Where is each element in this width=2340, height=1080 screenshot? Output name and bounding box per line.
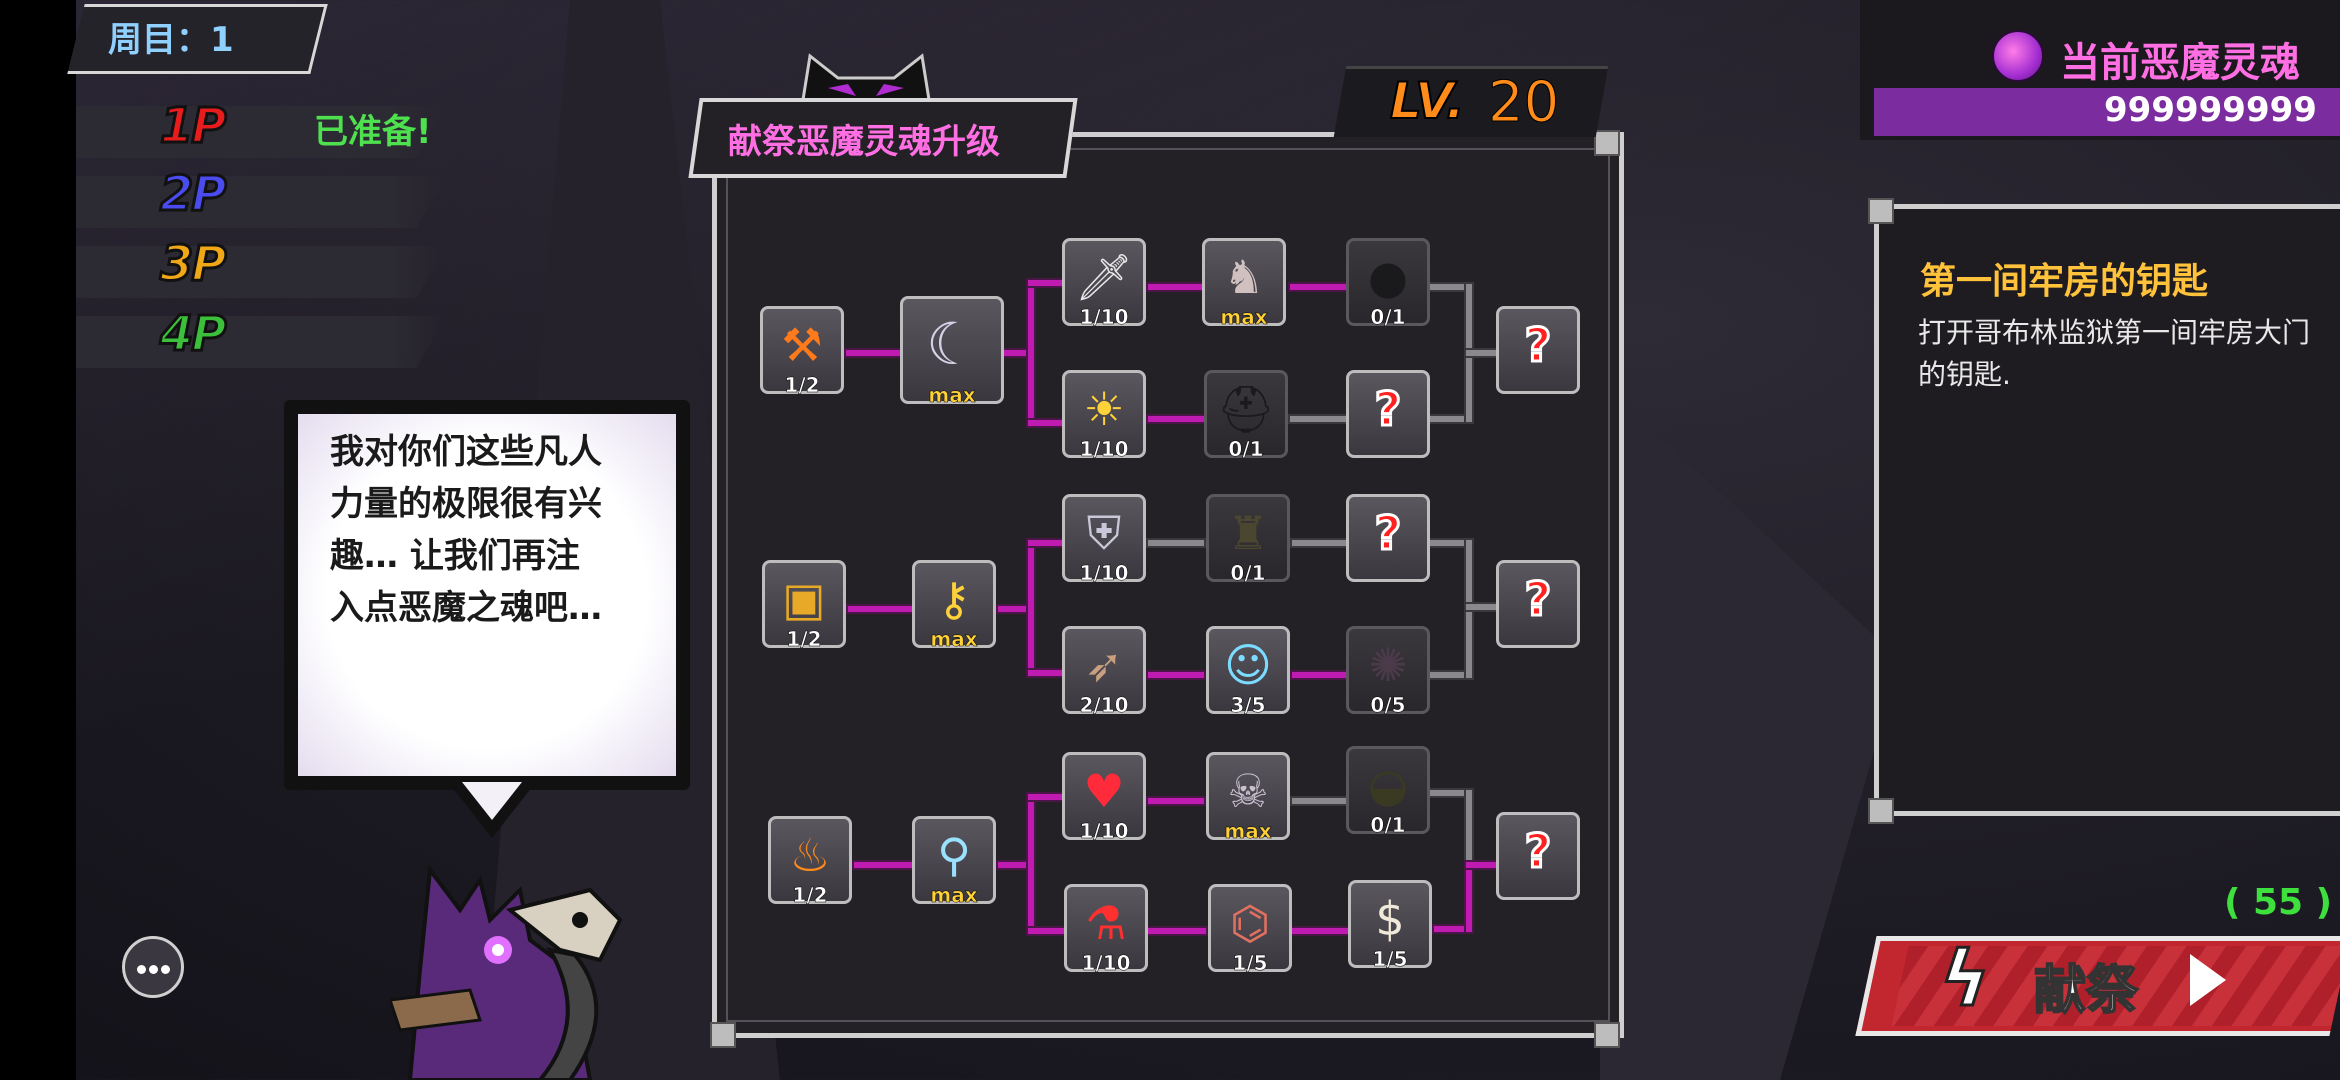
- heart-up-icon: ♥: [1083, 764, 1125, 819]
- upgrade-node-unknown[interactable]: ?: [1496, 812, 1580, 900]
- treasure-chest-icon: ▣: [782, 572, 826, 627]
- question-icon: ?: [1373, 506, 1403, 561]
- upgrade-node-locked[interactable]: ♜ 0/1: [1206, 494, 1290, 585]
- player-4-label: 4P: [159, 305, 229, 364]
- upgrade-node[interactable]: ▣ 1/2: [762, 560, 846, 651]
- upgrade-node[interactable]: $ 1/5: [1348, 880, 1432, 971]
- knight-icon: ♞: [1223, 250, 1265, 305]
- winged-boot-icon: ➶: [1084, 638, 1124, 693]
- speech-bubble: [284, 400, 690, 790]
- upgrade-node[interactable]: ☾ max: [900, 296, 1004, 407]
- player-row-2: [76, 176, 446, 228]
- round-counter: 周目：1: [108, 20, 234, 60]
- locked-bag-icon: ◒: [1367, 758, 1409, 813]
- demon-merchant-character: [390, 864, 623, 1080]
- upgrade-node[interactable]: ☀ 1/10: [1062, 370, 1146, 461]
- upgrade-node-locked[interactable]: ● 0/1: [1346, 238, 1430, 329]
- soul-swirl-icon: ϟ: [1938, 933, 1991, 1025]
- question-icon: ?: [1523, 572, 1553, 627]
- golden-key-icon: ⚷: [937, 572, 971, 627]
- upgrade-node-locked[interactable]: ✺ 0/5: [1346, 626, 1430, 717]
- demon-soul-icon: [1992, 30, 2044, 82]
- upgrade-node[interactable]: ☺ 3/5: [1206, 626, 1290, 717]
- panel-title: 献祭恶魔灵魂升级: [728, 122, 1000, 162]
- locked-bomb-icon: ●: [1367, 250, 1409, 305]
- level-label: LV.: [1389, 71, 1466, 131]
- upgrade-node[interactable]: 🗡 1/10: [1062, 238, 1146, 329]
- red-potion-icon: ⚗: [1085, 896, 1127, 951]
- upgrade-node[interactable]: ⚗ 1/10: [1064, 884, 1148, 975]
- player-3-label: 3P: [159, 235, 229, 294]
- panel-corner: [710, 1022, 736, 1048]
- upgrade-node[interactable]: ♥ 1/10: [1062, 752, 1146, 843]
- sun-up-icon: ☀: [1083, 382, 1125, 437]
- player-1-label: 1P: [159, 97, 229, 156]
- tree-connector: [986, 350, 1030, 356]
- upgrade-node-locked[interactable]: ⛑ 0/1: [1204, 370, 1288, 461]
- screen-edge-bar: [0, 0, 76, 1080]
- description-panel: [1874, 204, 2340, 816]
- locked-warrior-icon: ♜: [1227, 506, 1269, 561]
- upgrade-node-unknown[interactable]: ?: [1496, 560, 1580, 648]
- offer-button-label: 献祭: [2033, 960, 2139, 1022]
- player-row-1: [76, 106, 446, 158]
- description-title: 第一间牢房的钥匙: [1920, 261, 2209, 302]
- money-bag-icon: $: [1375, 892, 1405, 947]
- upgrade-node-locked[interactable]: ◒ 0/1: [1346, 746, 1430, 837]
- upgrade-tree-panel: [712, 132, 1624, 1038]
- upgrade-node[interactable]: ⚲ max: [912, 816, 996, 907]
- locked-dragon-icon: ✺: [1368, 638, 1408, 693]
- upgrade-node[interactable]: ⛨ 1/10: [1062, 494, 1146, 585]
- dot-icon: [137, 965, 146, 974]
- panel-corner: [1594, 130, 1620, 156]
- grim-reaper-icon: ☠: [1227, 764, 1269, 819]
- question-icon: ?: [1523, 824, 1553, 879]
- upgrade-node-unknown[interactable]: ?: [1496, 306, 1580, 394]
- upgrade-node-unknown[interactable]: ?: [1346, 494, 1430, 582]
- anvil-fire-icon: ⚒: [781, 318, 823, 373]
- shield-up-icon: ⛨: [1086, 506, 1122, 561]
- locked-helmet-icon: ⛑: [1216, 382, 1276, 437]
- sword-up-icon: 🗡: [1074, 250, 1134, 305]
- meat-icon: ⌬: [1229, 896, 1271, 951]
- dot-icon: [161, 965, 170, 974]
- tree-connector: [846, 350, 902, 356]
- scythe-icon: ☾: [926, 309, 978, 378]
- question-icon: ?: [1373, 382, 1403, 437]
- offer-count: ( 55 ): [2224, 882, 2333, 923]
- panel-corner: [1594, 1022, 1620, 1048]
- player-1-status: 已准备!: [314, 112, 432, 152]
- bone-wand-icon: ⚲: [937, 828, 971, 883]
- upgrade-node[interactable]: ♨ 1/2: [768, 816, 852, 907]
- upgrade-node[interactable]: ⚷ max: [912, 560, 996, 651]
- player-row-3: [76, 246, 446, 298]
- upgrade-node[interactable]: ☠ max: [1206, 752, 1290, 843]
- dot-icon: [149, 965, 158, 974]
- question-icon: ?: [1523, 318, 1553, 373]
- level-value: 20: [1487, 70, 1560, 136]
- soul-label: 当前恶魔灵魂: [2060, 40, 2300, 86]
- more-options-button[interactable]: [122, 936, 184, 998]
- player-2-label: 2P: [159, 165, 229, 224]
- upgrade-node-unknown[interactable]: ?: [1346, 370, 1430, 458]
- ghost-icon: ☺: [1224, 638, 1272, 693]
- upgrade-node[interactable]: ➶ 2/10: [1062, 626, 1146, 717]
- player-row-4: [76, 316, 446, 368]
- upgrade-node[interactable]: ⚒ 1/2: [760, 306, 844, 397]
- soul-value: 999999999: [2104, 90, 2317, 130]
- play-arrow-icon: [2190, 954, 2226, 1006]
- background-shard: [1600, 380, 1900, 1080]
- upgrade-node[interactable]: ♞ max: [1202, 238, 1286, 329]
- description-text: 打开哥布林监狱第一间牢房大门的钥匙.: [1918, 316, 2311, 391]
- cauldron-icon: ♨: [789, 828, 831, 883]
- speech-text: 我对你们这些凡人 力量的极限很有兴 趣… 让我们再注 入点恶魔之魂吧…: [330, 432, 602, 628]
- upgrade-node[interactable]: ⌬ 1/5: [1208, 884, 1292, 975]
